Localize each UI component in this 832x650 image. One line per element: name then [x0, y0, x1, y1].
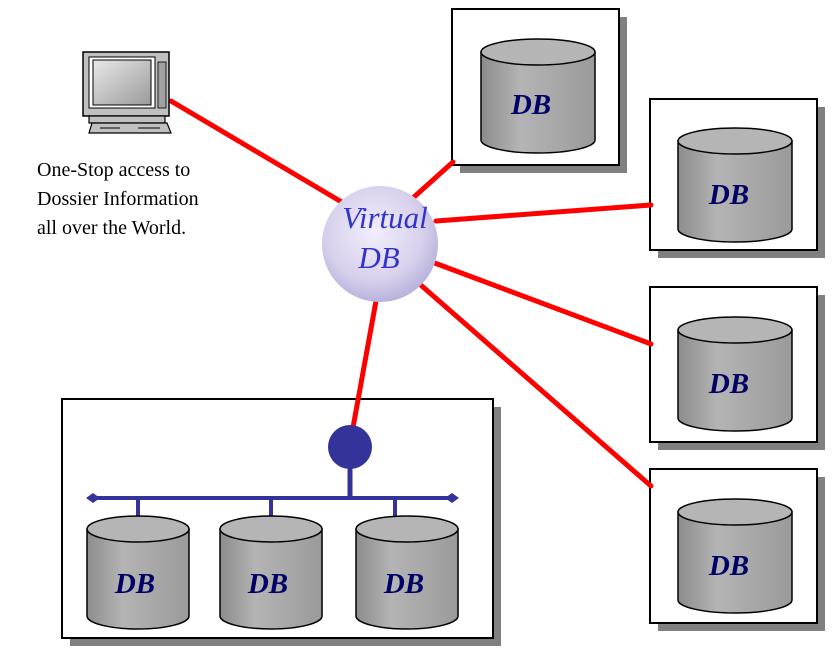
link-remote-1	[411, 159, 456, 200]
caption-line-1: One-Stop access to	[37, 159, 191, 181]
db-cylinder-local-1: DB	[86, 515, 190, 630]
db-label: DB	[510, 89, 551, 121]
db-label: DB	[247, 568, 288, 600]
db-cylinder-local-2: DB	[219, 515, 323, 630]
caption-line-3: all over the World.	[37, 217, 187, 239]
db-label: DB	[708, 368, 749, 400]
virtual-db-label-line2: DB	[357, 240, 399, 275]
link-terminal	[168, 98, 348, 207]
db-label: DB	[708, 550, 749, 582]
caption-line-2: Dossier Information	[37, 188, 199, 210]
connection-links	[168, 98, 654, 489]
db-cylinder-remote-4: DB	[677, 498, 793, 614]
access-caption: One-Stop access to Dossier Information a…	[37, 156, 267, 243]
db-cylinder-remote-2: DB	[677, 127, 793, 243]
link-remote-2	[433, 202, 654, 224]
db-cylinder-local-3: DB	[355, 515, 459, 630]
db-label: DB	[383, 568, 424, 600]
link-local	[349, 287, 381, 436]
local-network-bus	[86, 425, 459, 516]
virtual-db-label-line1: Virtual	[342, 200, 428, 235]
db-cylinder-remote-3: DB	[677, 316, 793, 432]
db-label: DB	[114, 568, 155, 600]
computer-terminal-icon	[82, 51, 172, 134]
network-node	[328, 425, 372, 469]
db-label: DB	[708, 179, 749, 211]
link-remote-4	[412, 277, 654, 489]
db-cylinder-remote-1: DB	[480, 38, 596, 154]
virtual-db-sphere: Virtual DB	[322, 186, 438, 302]
link-remote-3	[429, 259, 654, 347]
